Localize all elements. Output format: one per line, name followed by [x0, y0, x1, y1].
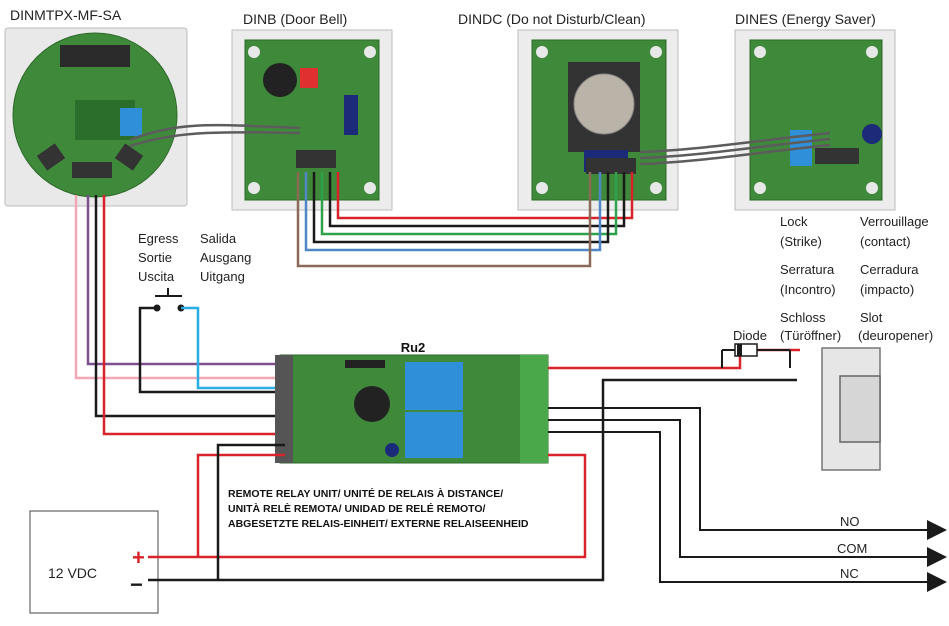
module-energy: [734, 29, 896, 211]
relay-name: Ru2: [401, 340, 426, 355]
output-wires: [548, 407, 947, 592]
svg-text:Lock: Lock: [780, 214, 808, 229]
main-to-relay-wires: [74, 195, 285, 436]
svg-text:(deuropener): (deuropener): [858, 328, 933, 343]
diode-symbol: [721, 343, 791, 368]
power-wires: [148, 348, 800, 582]
svg-text:(Incontro): (Incontro): [780, 282, 836, 297]
relay-description: REMOTE RELAY UNIT/ UNITÉ DE RELAIS À DIS…: [228, 487, 529, 530]
psu-plus: +: [132, 545, 145, 570]
svg-text:Serratura: Serratura: [780, 262, 835, 277]
svg-text:Salida: Salida: [200, 231, 237, 246]
module-title-energy: DINES (Energy Saver): [735, 11, 876, 27]
svg-text:UNITÀ RELÈ REMOTA/ UNIDAD DE R: UNITÀ RELÈ REMOTA/ UNIDAD DE RELÉ REMOTO…: [228, 502, 486, 515]
svg-text:Uscita: Uscita: [138, 269, 175, 284]
svg-text:REMOTE RELAY UNIT/ UNITÉ DE RE: REMOTE RELAY UNIT/ UNITÉ DE RELAIS À DIS…: [228, 487, 503, 500]
svg-text:(Strike): (Strike): [780, 234, 822, 249]
svg-text:Egress: Egress: [138, 231, 179, 246]
module-main: [4, 27, 188, 207]
module-title-dnd: DINDC (Do not Disturb/Clean): [458, 11, 646, 27]
output-label-com: COM: [837, 541, 867, 556]
bus-cables: [129, 123, 831, 166]
svg-text:Schloss: Schloss: [780, 310, 826, 325]
module-dnd: [517, 29, 679, 211]
svg-text:Verrouillage: Verrouillage: [860, 214, 929, 229]
diode-label: Diode: [733, 328, 767, 343]
lock-strike: [821, 347, 881, 471]
psu-label: 12 VDC: [48, 565, 97, 581]
svg-text:(Türöffner): (Türöffner): [780, 328, 841, 343]
svg-text:Uitgang: Uitgang: [200, 269, 245, 284]
module-title-main: DINMTPX-MF-SA: [10, 7, 122, 23]
loop-wires: [296, 172, 634, 268]
svg-text:Slot: Slot: [860, 310, 883, 325]
psu-minus: −: [130, 572, 143, 597]
svg-text:Cerradura: Cerradura: [860, 262, 919, 277]
module-bell: [231, 29, 393, 211]
output-label-nc: NC: [840, 566, 859, 581]
svg-text:Sortie: Sortie: [138, 250, 172, 265]
relay-unit: [275, 354, 549, 464]
module-title-bell: DINB (Door Bell): [243, 11, 347, 27]
lock-labels: Lock Verrouillage (Strike) (contact) Ser…: [780, 214, 933, 343]
svg-text:(contact): (contact): [860, 234, 911, 249]
psu-box: [29, 510, 159, 614]
output-label-no: NO: [840, 514, 860, 529]
egress-button-symbol: [153, 288, 185, 312]
svg-text:Ausgang: Ausgang: [200, 250, 251, 265]
egress-labels: Egress Sortie Uscita Salida Ausgang Uitg…: [138, 231, 251, 284]
svg-text:ABGESETZTE RELAIS-EINHEIT/ EXT: ABGESETZTE RELAIS-EINHEIT/ EXTERNE RELAI…: [228, 518, 529, 530]
svg-text:(impacto): (impacto): [860, 282, 914, 297]
